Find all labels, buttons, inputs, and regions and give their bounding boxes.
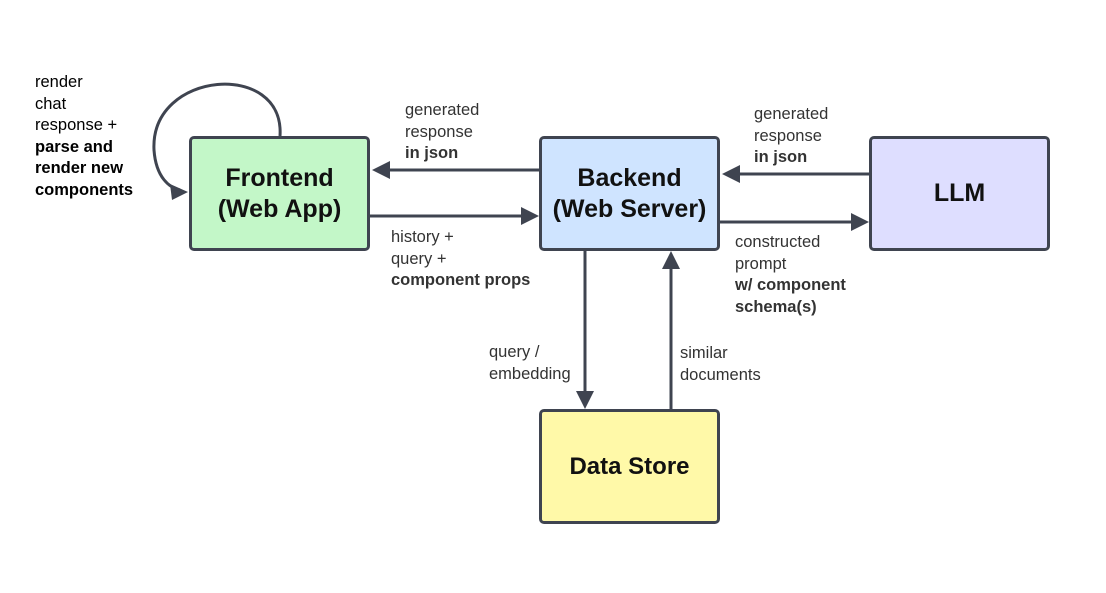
backend-node[interactable]: Backend (Web Server) [539,136,720,251]
datastore-to-backend-arrowhead [662,251,680,269]
label-line-bold: components [35,180,134,199]
frontend-loop-label: render chat response + parse and render … [35,72,133,201]
label-line: history + [391,228,454,246]
frontend-node[interactable]: Frontend (Web App) [189,136,370,251]
frontend-subtitle: (Web App) [217,194,342,223]
llm-title: LLM [933,179,986,207]
label-line: similar [680,344,728,362]
label-line: render [35,73,83,91]
label-line: prompt [735,254,787,273]
frontend-loop-connector [152,82,282,192]
frontend-to-backend-label: history + query + component props [391,227,530,292]
datastore-title: Data Store [569,453,690,480]
llm-to-backend-label: generated response in json [754,104,828,169]
datastore-node[interactable]: Data Store [539,409,720,524]
label-line-bold: in json [754,148,808,166]
label-line: response + [35,116,118,134]
backend-to-llm-arrowhead [851,213,869,231]
frontend-to-backend-arrowhead [521,207,539,225]
llm-node[interactable]: LLM [869,136,1050,251]
backend-subtitle: (Web Server) [552,194,707,223]
datastore-to-backend-label: similar documents [680,343,761,386]
label-line: chat [35,94,67,113]
backend-to-frontend-label: generated response in json [405,100,479,165]
label-line-bold: render new [35,159,124,177]
label-line: constructed [735,233,821,251]
label-line: generated [754,105,829,123]
label-line: documents [680,365,761,384]
label-line: query / [489,343,540,361]
llm-to-backend-arrowhead [722,165,740,183]
frontend-loop-arrowhead [170,184,188,200]
backend-to-frontend-arrowhead [372,161,390,179]
backend-to-datastore-arrowhead [576,391,594,409]
label-line: query + [391,249,447,268]
label-line-bold: component props [391,271,531,289]
backend-title: Backend [577,163,682,192]
label-line-bold: in json [405,144,459,162]
label-line-bold: w/ component [735,276,846,294]
label-line-bold: parse and [35,137,113,156]
label-line: response [405,122,473,141]
frontend-title: Frontend [225,163,334,192]
backend-to-datastore-label: query / embedding [489,342,571,385]
label-line-bold: schema(s) [735,297,817,316]
label-line: generated [405,101,480,119]
label-line: embedding [489,364,571,383]
backend-to-llm-label: constructed prompt w/ component schema(s… [735,232,846,318]
label-line: response [754,126,822,145]
